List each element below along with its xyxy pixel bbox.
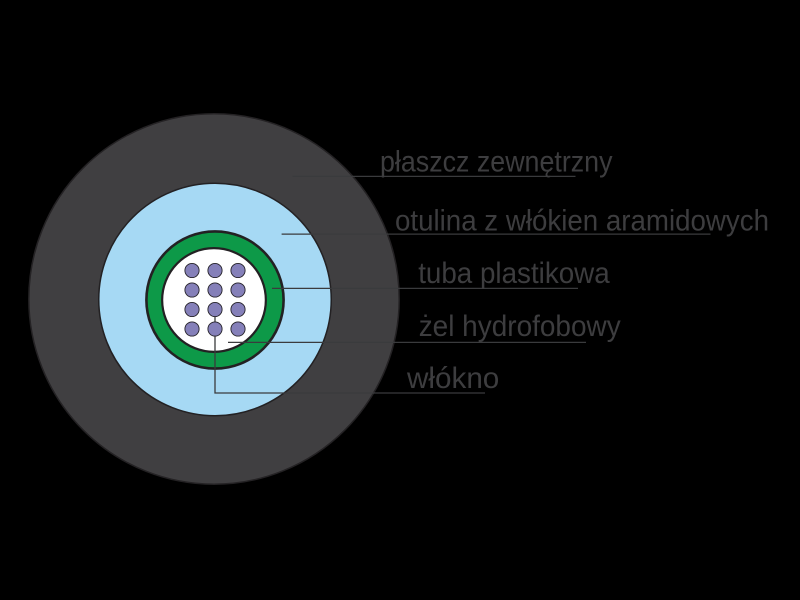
svg-text:płaszcz zewnętrzny: płaszcz zewnętrzny — [380, 146, 613, 179]
svg-text:otulina z włókien aramidowych: otulina z włókien aramidowych — [395, 205, 769, 238]
svg-text:tuba plastikowa: tuba plastikowa — [418, 257, 610, 290]
svg-text:żel hydrofobowy: żel hydrofobowy — [419, 310, 621, 343]
svg-text:włókno: włókno — [406, 362, 499, 395]
